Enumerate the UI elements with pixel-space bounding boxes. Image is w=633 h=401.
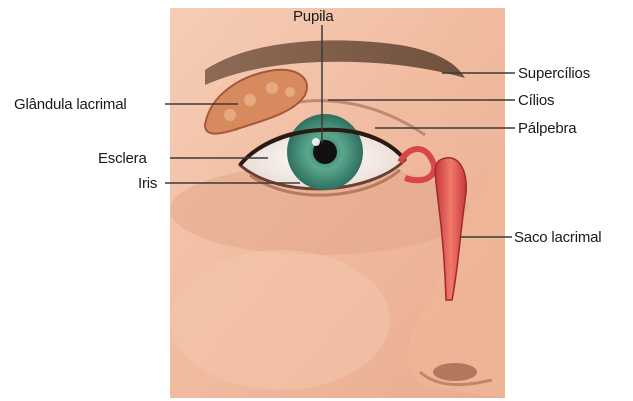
label-saco-lacrimal: Saco lacrimal — [514, 230, 601, 245]
label-pupila: Pupila — [293, 9, 334, 24]
label-supercilios: Supercílios — [518, 66, 590, 81]
label-esclera: Esclera — [98, 151, 147, 166]
label-glandula-lacrimal: Glândula lacrimal — [14, 97, 126, 112]
label-cilios: Cílios — [518, 93, 554, 108]
label-iris: Iris — [138, 176, 157, 191]
label-palpebra: Pálpebra — [518, 121, 576, 136]
